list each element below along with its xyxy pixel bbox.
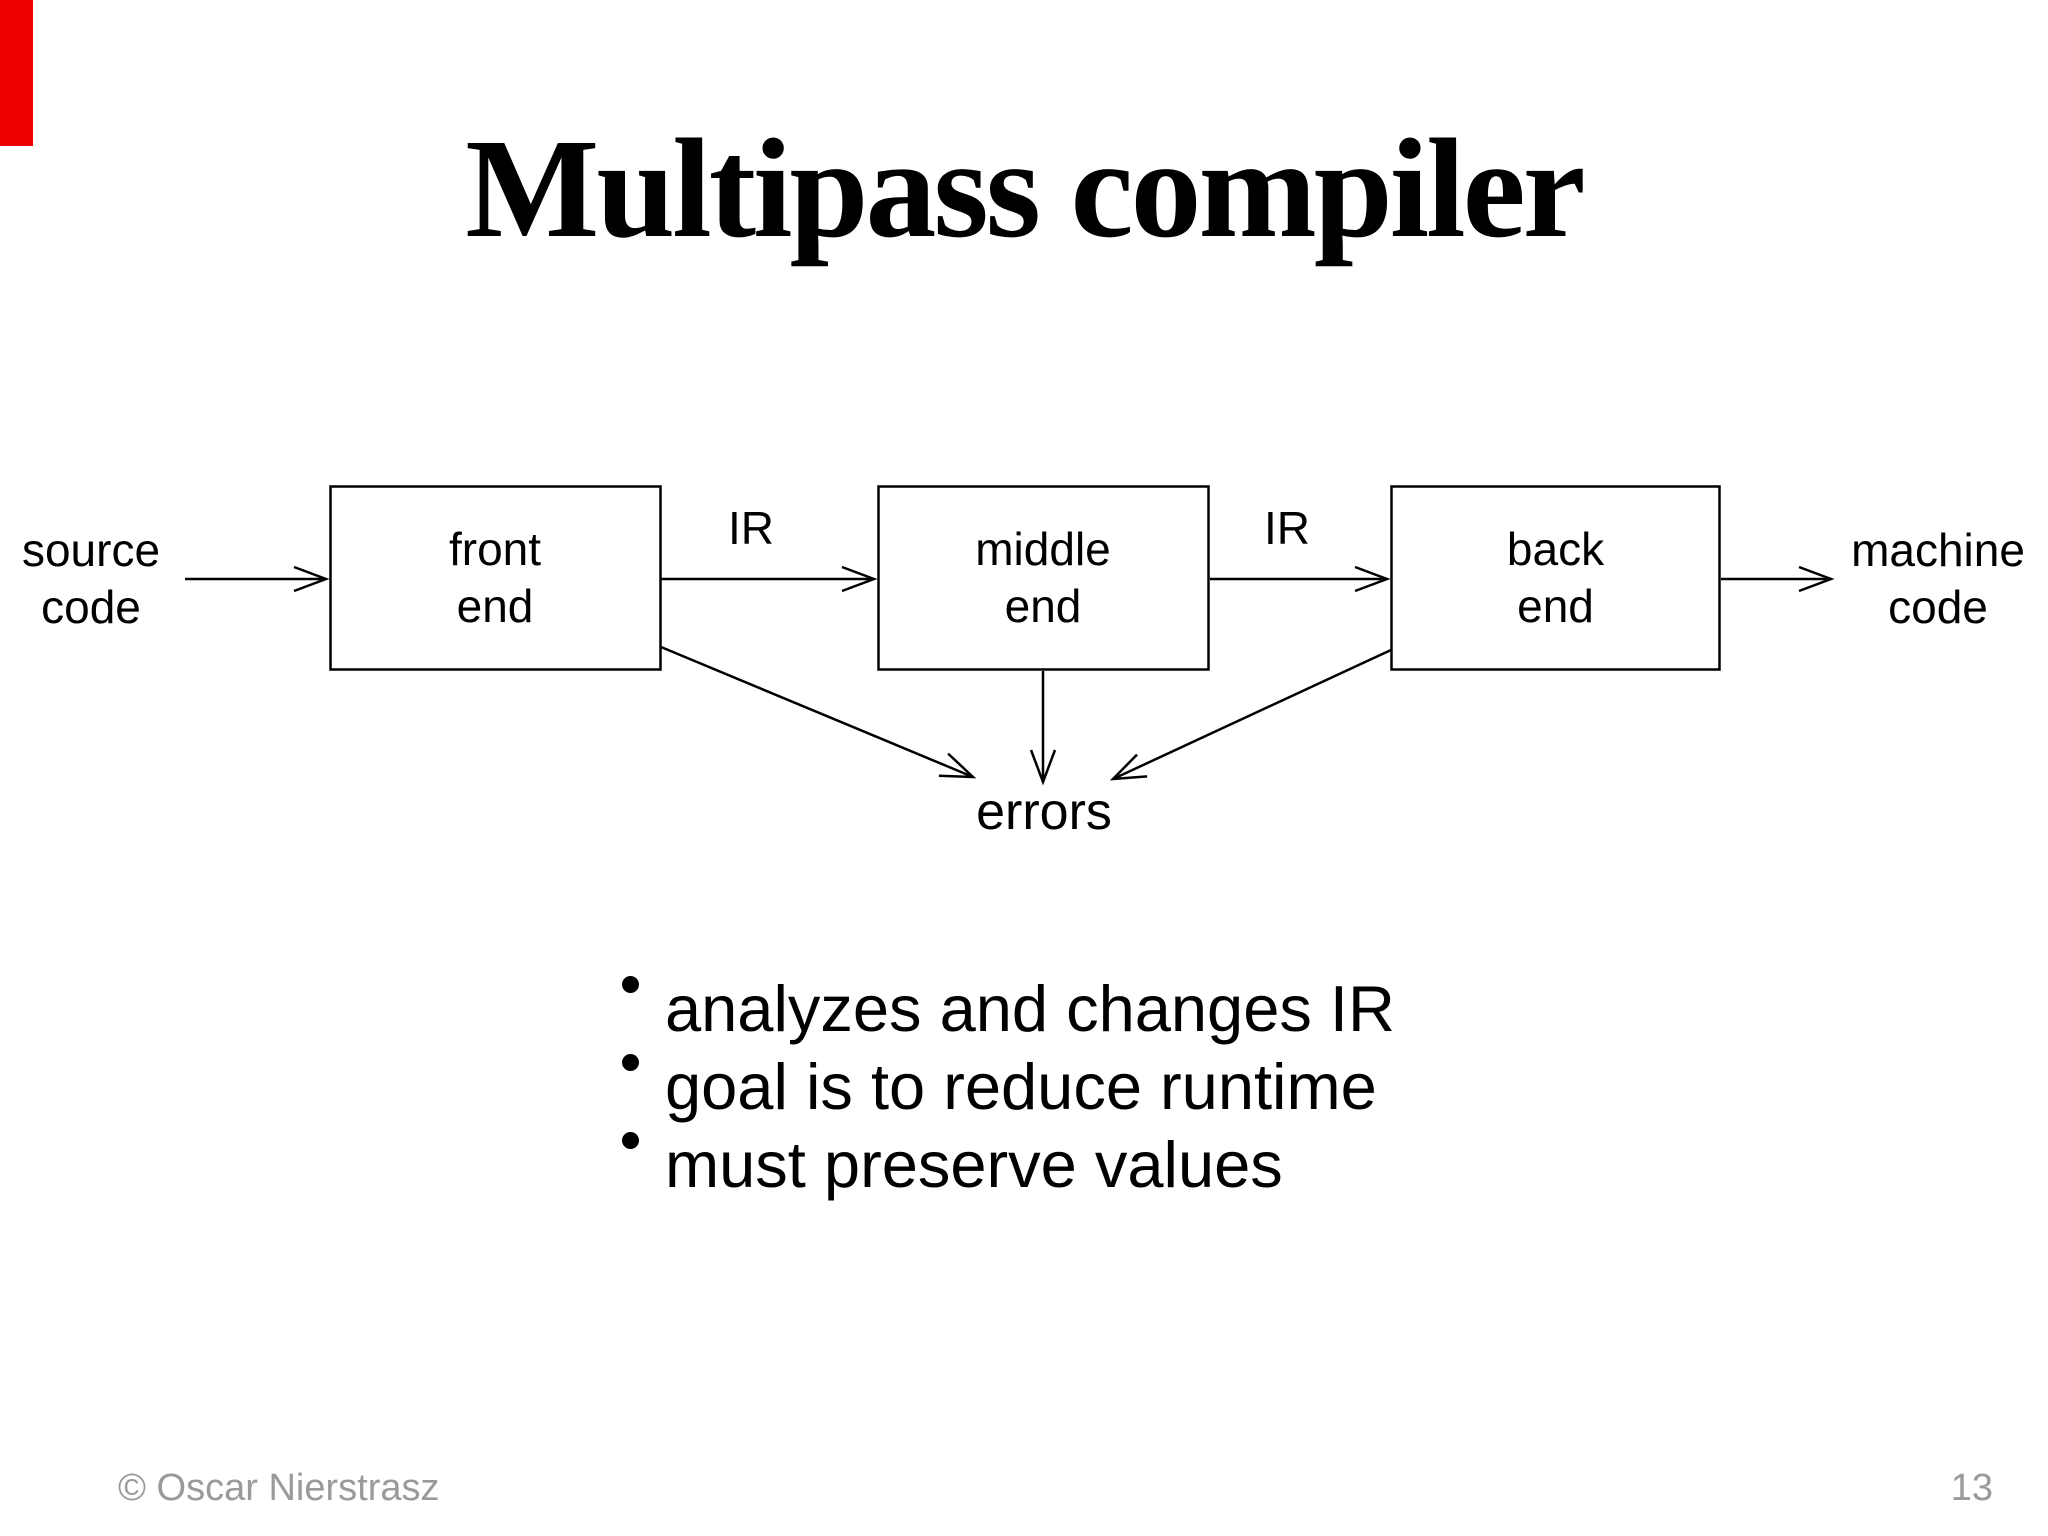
- arrow-front-to-middle: [661, 567, 874, 591]
- node-middle-end-line1: middle: [975, 522, 1111, 575]
- source-code-label-line1: source: [21, 524, 161, 576]
- bullet-text: must preserve values: [665, 1128, 1283, 1201]
- middle-end-box-outline: [879, 487, 1209, 670]
- node-front-end-line1: front: [448, 522, 542, 575]
- bullet-dot: [622, 976, 639, 993]
- list-item: analyzes and changes IR: [622, 970, 1395, 1048]
- arrow-front-to-errors: [661, 647, 973, 777]
- machine-code-label-line2: code: [1888, 581, 1988, 633]
- machine-code-label-line1: machine: [1851, 524, 2025, 576]
- footer-copyright: © Oscar Nierstrasz: [118, 1467, 440, 1509]
- bullet-text: goal is to reduce runtime: [665, 1050, 1377, 1123]
- node-middle-end-line2: end: [1004, 579, 1082, 632]
- source-code-label-line2: code: [41, 581, 141, 633]
- edge-label-ir-1: IR: [728, 502, 774, 554]
- bullet-text: analyzes and changes IR: [665, 972, 1395, 1045]
- front-end-box-outline: [331, 487, 661, 670]
- page-title: Multipass compiler: [465, 109, 1585, 267]
- back-end-box-outline: [1392, 487, 1720, 670]
- node-back-end-line2: end: [1517, 579, 1594, 632]
- edge-label-ir-2: IR: [1264, 502, 1310, 554]
- node-back-end: back end: [1391, 486, 1720, 669]
- arrow-middle-to-errors: [1031, 671, 1055, 782]
- source-code-label: source code: [1, 522, 181, 636]
- bullet-dot: [622, 1054, 639, 1071]
- list-item: must preserve values: [622, 1126, 1395, 1204]
- arrow-middle-to-back: [1210, 567, 1387, 591]
- red-corner-mark: [0, 0, 33, 146]
- node-front-end-line2: end: [456, 579, 534, 632]
- machine-code-label: machine code: [1838, 522, 2038, 636]
- arrow-back-to-errors: [1113, 650, 1391, 779]
- list-item: goal is to reduce runtime: [622, 1048, 1395, 1126]
- node-middle-end: middle end: [878, 486, 1208, 669]
- arrow-back-to-machine: [1721, 567, 1831, 591]
- footer-page-number: 13: [1950, 1467, 1993, 1509]
- bullet-list: analyzes and changes IR goal is to reduc…: [622, 970, 1395, 1204]
- arrow-source-to-front: [185, 567, 326, 591]
- node-back-end-line1: back: [1506, 522, 1605, 575]
- errors-label: errors: [976, 783, 1112, 841]
- bullet-dot: [622, 1132, 639, 1149]
- node-front-end: front end: [330, 486, 660, 669]
